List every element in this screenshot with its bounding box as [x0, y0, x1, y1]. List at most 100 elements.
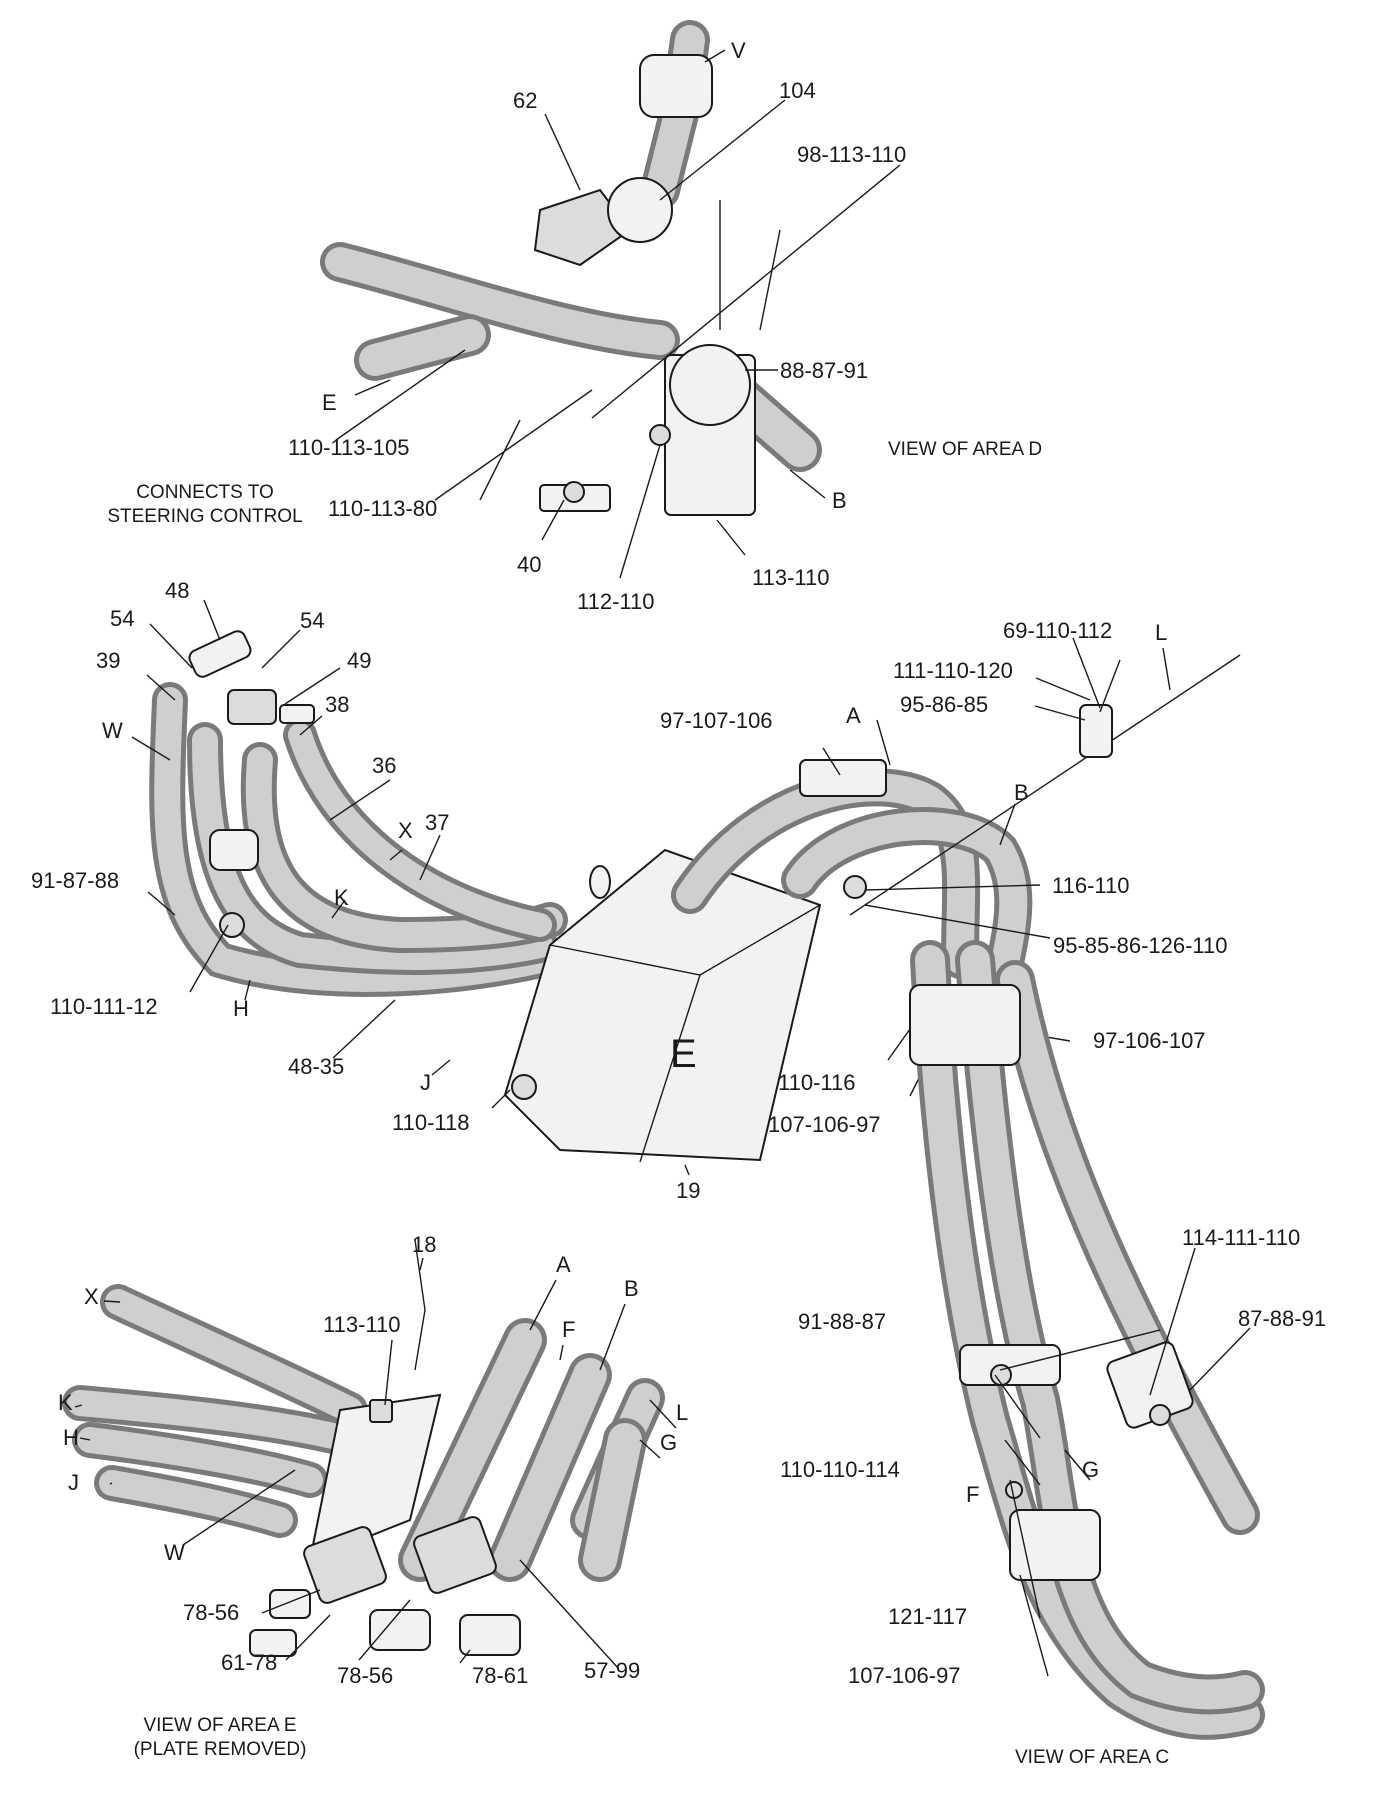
callout-19: 19	[676, 1178, 700, 1203]
callout-107-106-97: 107-106-97	[848, 1663, 961, 1688]
callout-62: 62	[513, 88, 537, 113]
callout-78-61: 78-61	[472, 1663, 528, 1688]
leader-lines-main	[131, 599, 1171, 1176]
nut	[563, 481, 585, 503]
hose-x	[288, 723, 552, 937]
callout-112-110: 112-110	[577, 589, 654, 614]
hose	[325, 247, 675, 355]
area-c-view: 114-111-110 91-88-87 87-88-91 110-110-11…	[780, 940, 1326, 1768]
bolt	[1149, 1404, 1171, 1426]
callout-18: 18	[412, 1232, 436, 1257]
callout-54: 54	[110, 606, 134, 631]
elbow-fitting	[533, 188, 632, 267]
callout-w: W	[102, 718, 123, 743]
callout-61-78: 61-78	[221, 1650, 277, 1675]
elbow	[369, 1609, 431, 1651]
callout-95-86-85: 95-86-85	[900, 692, 988, 717]
hose-a	[676, 773, 976, 974]
guard-edge	[639, 974, 701, 1163]
leader-lines-d	[335, 49, 901, 579]
callout-v: V	[731, 38, 746, 63]
leader-lines-e	[74, 1257, 677, 1669]
callout-87-88-91: 87-88-91	[1238, 1306, 1326, 1331]
callout-114-111-110: 114-111-110	[1182, 1225, 1300, 1250]
callout-110-113-80: 110-113-80	[328, 496, 437, 521]
hose-a	[403, 1323, 542, 1577]
callout-f: F	[966, 1482, 979, 1507]
tube-l	[849, 654, 1241, 916]
callout-b: B	[1014, 780, 1029, 805]
adapter	[249, 1629, 297, 1657]
bolt	[511, 1074, 537, 1100]
hose-g	[583, 1423, 642, 1577]
callout-g: G	[660, 1430, 677, 1455]
callout-97-107-106: 97-107-106	[660, 708, 773, 733]
callout-48: 48	[165, 578, 189, 603]
callout-78-56: 78-56	[337, 1663, 393, 1688]
view-title-area-c: VIEW OF AREA C	[1015, 1747, 1169, 1768]
adapter	[269, 1589, 311, 1619]
adapter-fitting	[279, 704, 315, 724]
bolt	[990, 1364, 1012, 1386]
box-label-e: E	[670, 1032, 697, 1076]
hose-x	[105, 1289, 363, 1423]
callout-h: H	[63, 1425, 79, 1450]
callout-39: 39	[96, 648, 120, 673]
callout-l: L	[1155, 620, 1167, 645]
callout-36: 36	[372, 753, 396, 778]
callout-91-87-88: 91-87-88	[31, 868, 119, 893]
callout-95-85-86-126-110: 95-85-86-126-110	[1053, 933, 1228, 958]
tube-clip	[1079, 704, 1113, 758]
hose-clamp	[669, 344, 751, 426]
hose-h	[77, 1427, 323, 1493]
hose-k	[67, 1390, 363, 1453]
hose-j	[99, 1470, 293, 1533]
lifting-eye	[589, 865, 611, 899]
callout-57-99: 57-99	[584, 1658, 640, 1683]
mounting-plate	[308, 1393, 442, 1562]
callout-w: W	[164, 1540, 185, 1565]
leader-lines-c	[994, 1247, 1251, 1677]
hose-b	[493, 1358, 607, 1577]
view-title-area-d: VIEW OF AREA D	[888, 439, 1042, 460]
callout-b: B	[624, 1276, 639, 1301]
elbow	[459, 1614, 521, 1656]
callout-48-35: 48-35	[288, 1054, 344, 1079]
callout-110-110-114: 110-110-114	[780, 1457, 900, 1482]
tee-fitting	[188, 630, 252, 678]
callout-116-110: 116-110	[1052, 873, 1129, 898]
callout-e: E	[322, 390, 337, 415]
callout-121-117: 121-117	[888, 1604, 967, 1629]
main-view: CONNECTS TO STEERING CONTROL E	[31, 482, 1241, 1203]
note-steering-control: STEERING CONTROL	[107, 506, 302, 527]
callout-110-116: 110-116	[778, 1070, 855, 1095]
callout-k: K	[334, 885, 349, 910]
swivel-fitting	[607, 177, 673, 243]
fitting	[413, 1516, 497, 1594]
fitting	[303, 1526, 387, 1604]
callout-91-88-87: 91-88-87	[798, 1309, 886, 1334]
bolt	[219, 912, 245, 938]
callout-111-110-120: 111-110-120	[893, 658, 1013, 683]
callout-g: G	[1082, 1457, 1099, 1482]
callout-b: B	[832, 488, 847, 513]
callout-49: 49	[347, 648, 371, 673]
bolt	[369, 1399, 393, 1423]
callout-38: 38	[325, 692, 349, 717]
hose-w	[154, 687, 553, 992]
callout-54: 54	[300, 608, 324, 633]
callout-113-110: 113-110	[752, 565, 829, 590]
callout-110-111-12: 110-111-12	[50, 994, 158, 1019]
hose-clamp	[209, 829, 259, 871]
callout-104: 104	[779, 78, 816, 103]
callout-j: J	[420, 1070, 431, 1095]
callout-78-56: 78-56	[183, 1600, 239, 1625]
callout-110-118: 110-118	[392, 1110, 469, 1135]
callout-k: K	[58, 1390, 73, 1415]
area-e-view: 18 A X 113-110 F B K L H G J W 78-56 61-…	[58, 1232, 688, 1760]
callout-40: 40	[517, 552, 541, 577]
callout-h: H	[233, 996, 249, 1021]
callout-37: 37	[425, 810, 449, 835]
view-title-area-e: VIEW OF AREA E	[143, 1715, 296, 1736]
